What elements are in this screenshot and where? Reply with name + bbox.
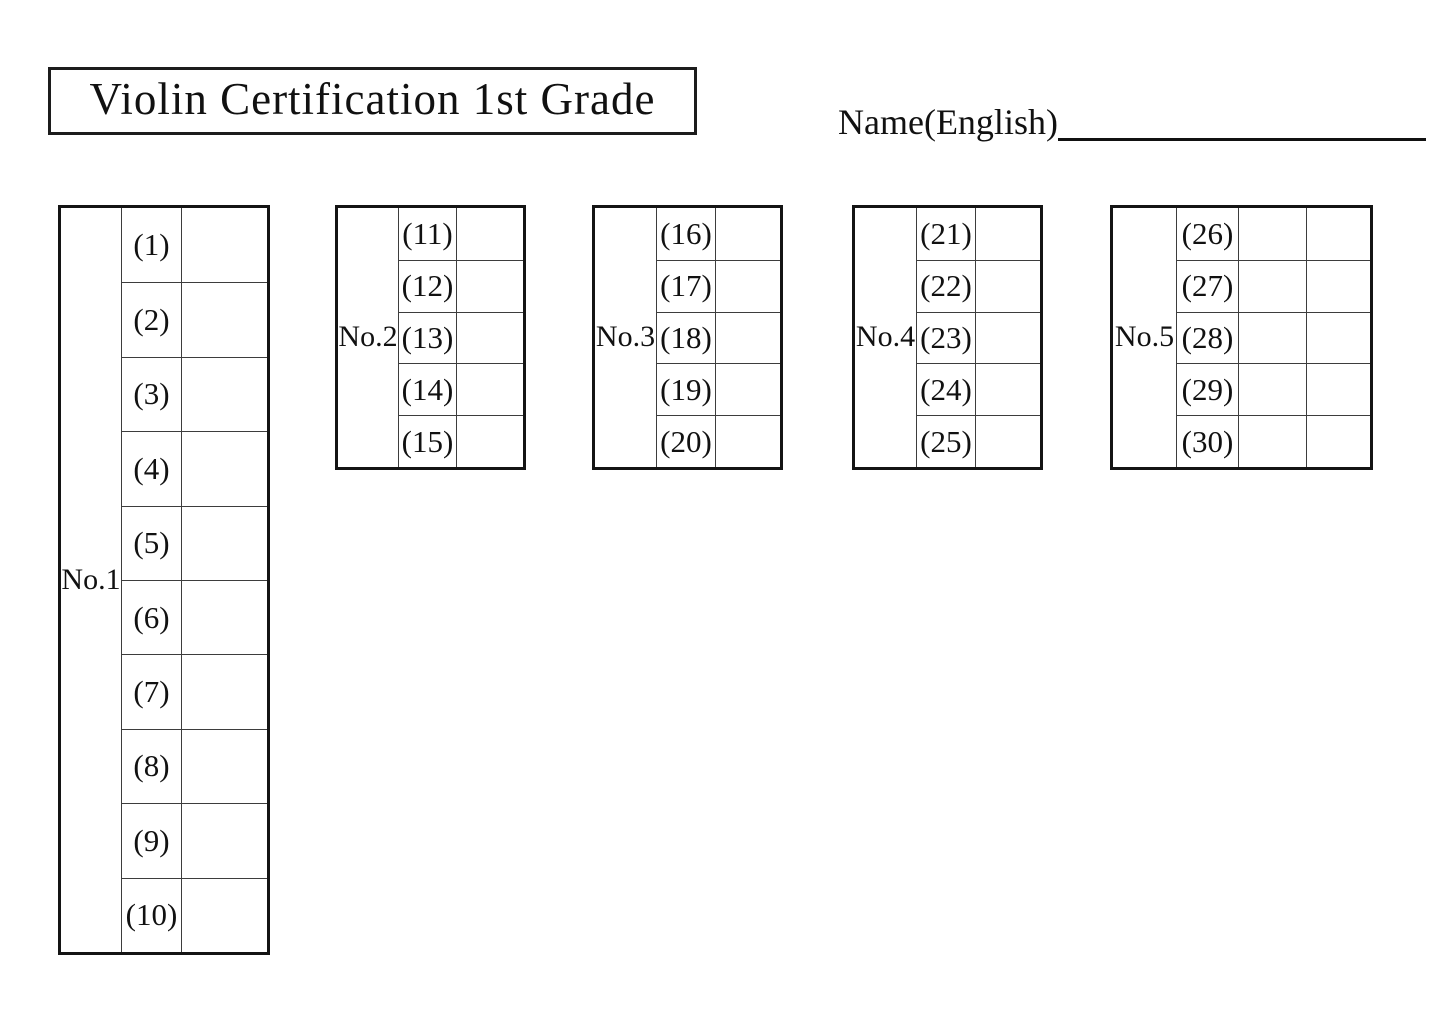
answer-cell (456, 415, 523, 467)
question-number-cell: (25) (916, 415, 975, 467)
answer-cell (1238, 415, 1306, 467)
answer-cell (715, 311, 780, 364)
answer-cell (715, 208, 780, 260)
answer-cell (456, 259, 523, 312)
answer-table-no3: No.3 (16)(17)(18)(19)(20) (592, 205, 783, 470)
answer-cell (975, 415, 1040, 467)
answer-cell (456, 208, 523, 260)
title-box: Violin Certification 1st Grade (48, 67, 697, 135)
question-number-cell: (3) (121, 356, 181, 432)
answer-cell (181, 877, 267, 952)
question-number-cell: (19) (656, 363, 715, 416)
answer-cell (1238, 208, 1306, 260)
answer-cell (181, 654, 267, 729)
question-number-cell: (10) (121, 877, 181, 952)
answer-cell (1306, 311, 1370, 364)
question-number-cell: (13) (398, 311, 456, 364)
question-number-cell: (21) (916, 208, 975, 260)
question-number-cell: (5) (121, 505, 181, 580)
answer-cell (181, 356, 267, 432)
answer-cell (1306, 363, 1370, 416)
question-number-cell: (17) (656, 259, 715, 312)
answer-cell (181, 728, 267, 804)
answer-table-no4: No.4 (21)(22)(23)(24)(25) (852, 205, 1043, 470)
table-label: No.4 (855, 320, 916, 354)
question-number-cell: (7) (121, 654, 181, 729)
table-label: No.2 (338, 320, 398, 354)
answer-cell (1238, 259, 1306, 312)
question-number-cell: (28) (1176, 311, 1238, 364)
answer-table-no2: No.2 (11)(12)(13)(14)(15) (335, 205, 526, 470)
question-number-cell: (4) (121, 431, 181, 506)
answer-cell (975, 259, 1040, 312)
question-number-cell: (2) (121, 282, 181, 357)
question-number-cell: (16) (656, 208, 715, 260)
answer-cell (975, 311, 1040, 364)
question-number-cell: (12) (398, 259, 456, 312)
answer-cell (456, 363, 523, 416)
answer-cell (975, 363, 1040, 416)
question-number-cell: (22) (916, 259, 975, 312)
answer-cell (715, 363, 780, 416)
question-number-cell: (30) (1176, 415, 1238, 467)
question-number-cell: (23) (916, 311, 975, 364)
question-number-cell: (1) (121, 208, 181, 283)
page-title: Violin Certification 1st Grade (89, 73, 656, 124)
answer-table-no1: No.1 (1)(2)(3)(4)(5)(6)(7)(8)(9)(10) (58, 205, 270, 955)
answer-cell (715, 259, 780, 312)
question-number-cell: (18) (656, 311, 715, 364)
question-number-cell: (15) (398, 415, 456, 467)
question-number-cell: (14) (398, 363, 456, 416)
name-write-line (1057, 138, 1426, 141)
answer-cell (181, 282, 267, 357)
answer-cell (1306, 415, 1370, 467)
question-number-cell: (8) (121, 728, 181, 804)
table-label: No.1 (61, 563, 121, 596)
question-number-cell: (27) (1176, 259, 1238, 312)
answer-cell (181, 505, 267, 580)
answer-cell (715, 415, 780, 467)
answer-cell (1306, 208, 1370, 260)
answer-cell (181, 580, 267, 655)
answer-cell (975, 208, 1040, 260)
question-number-cell: (20) (656, 415, 715, 467)
answer-cell (181, 803, 267, 878)
answer-table-no5: No.5 (26)(27)(28)(29)(30) (1110, 205, 1373, 470)
question-number-cell: (11) (398, 208, 456, 260)
answer-cell (456, 311, 523, 364)
answer-cell (1238, 311, 1306, 364)
name-field-label: Name(English) (838, 102, 1058, 142)
name-field: Name(English) (838, 101, 1426, 142)
answer-cell (181, 431, 267, 506)
table-label: No.5 (1114, 320, 1175, 354)
question-number-cell: (6) (121, 580, 181, 655)
answer-cell (181, 208, 267, 283)
table-label: No.3 (595, 320, 656, 354)
question-number-cell: (9) (121, 803, 181, 878)
answer-cell (1238, 363, 1306, 416)
question-number-cell: (26) (1176, 208, 1238, 260)
question-number-cell: (24) (916, 363, 975, 416)
question-number-cell: (29) (1176, 363, 1238, 416)
answer-cell (1306, 259, 1370, 312)
